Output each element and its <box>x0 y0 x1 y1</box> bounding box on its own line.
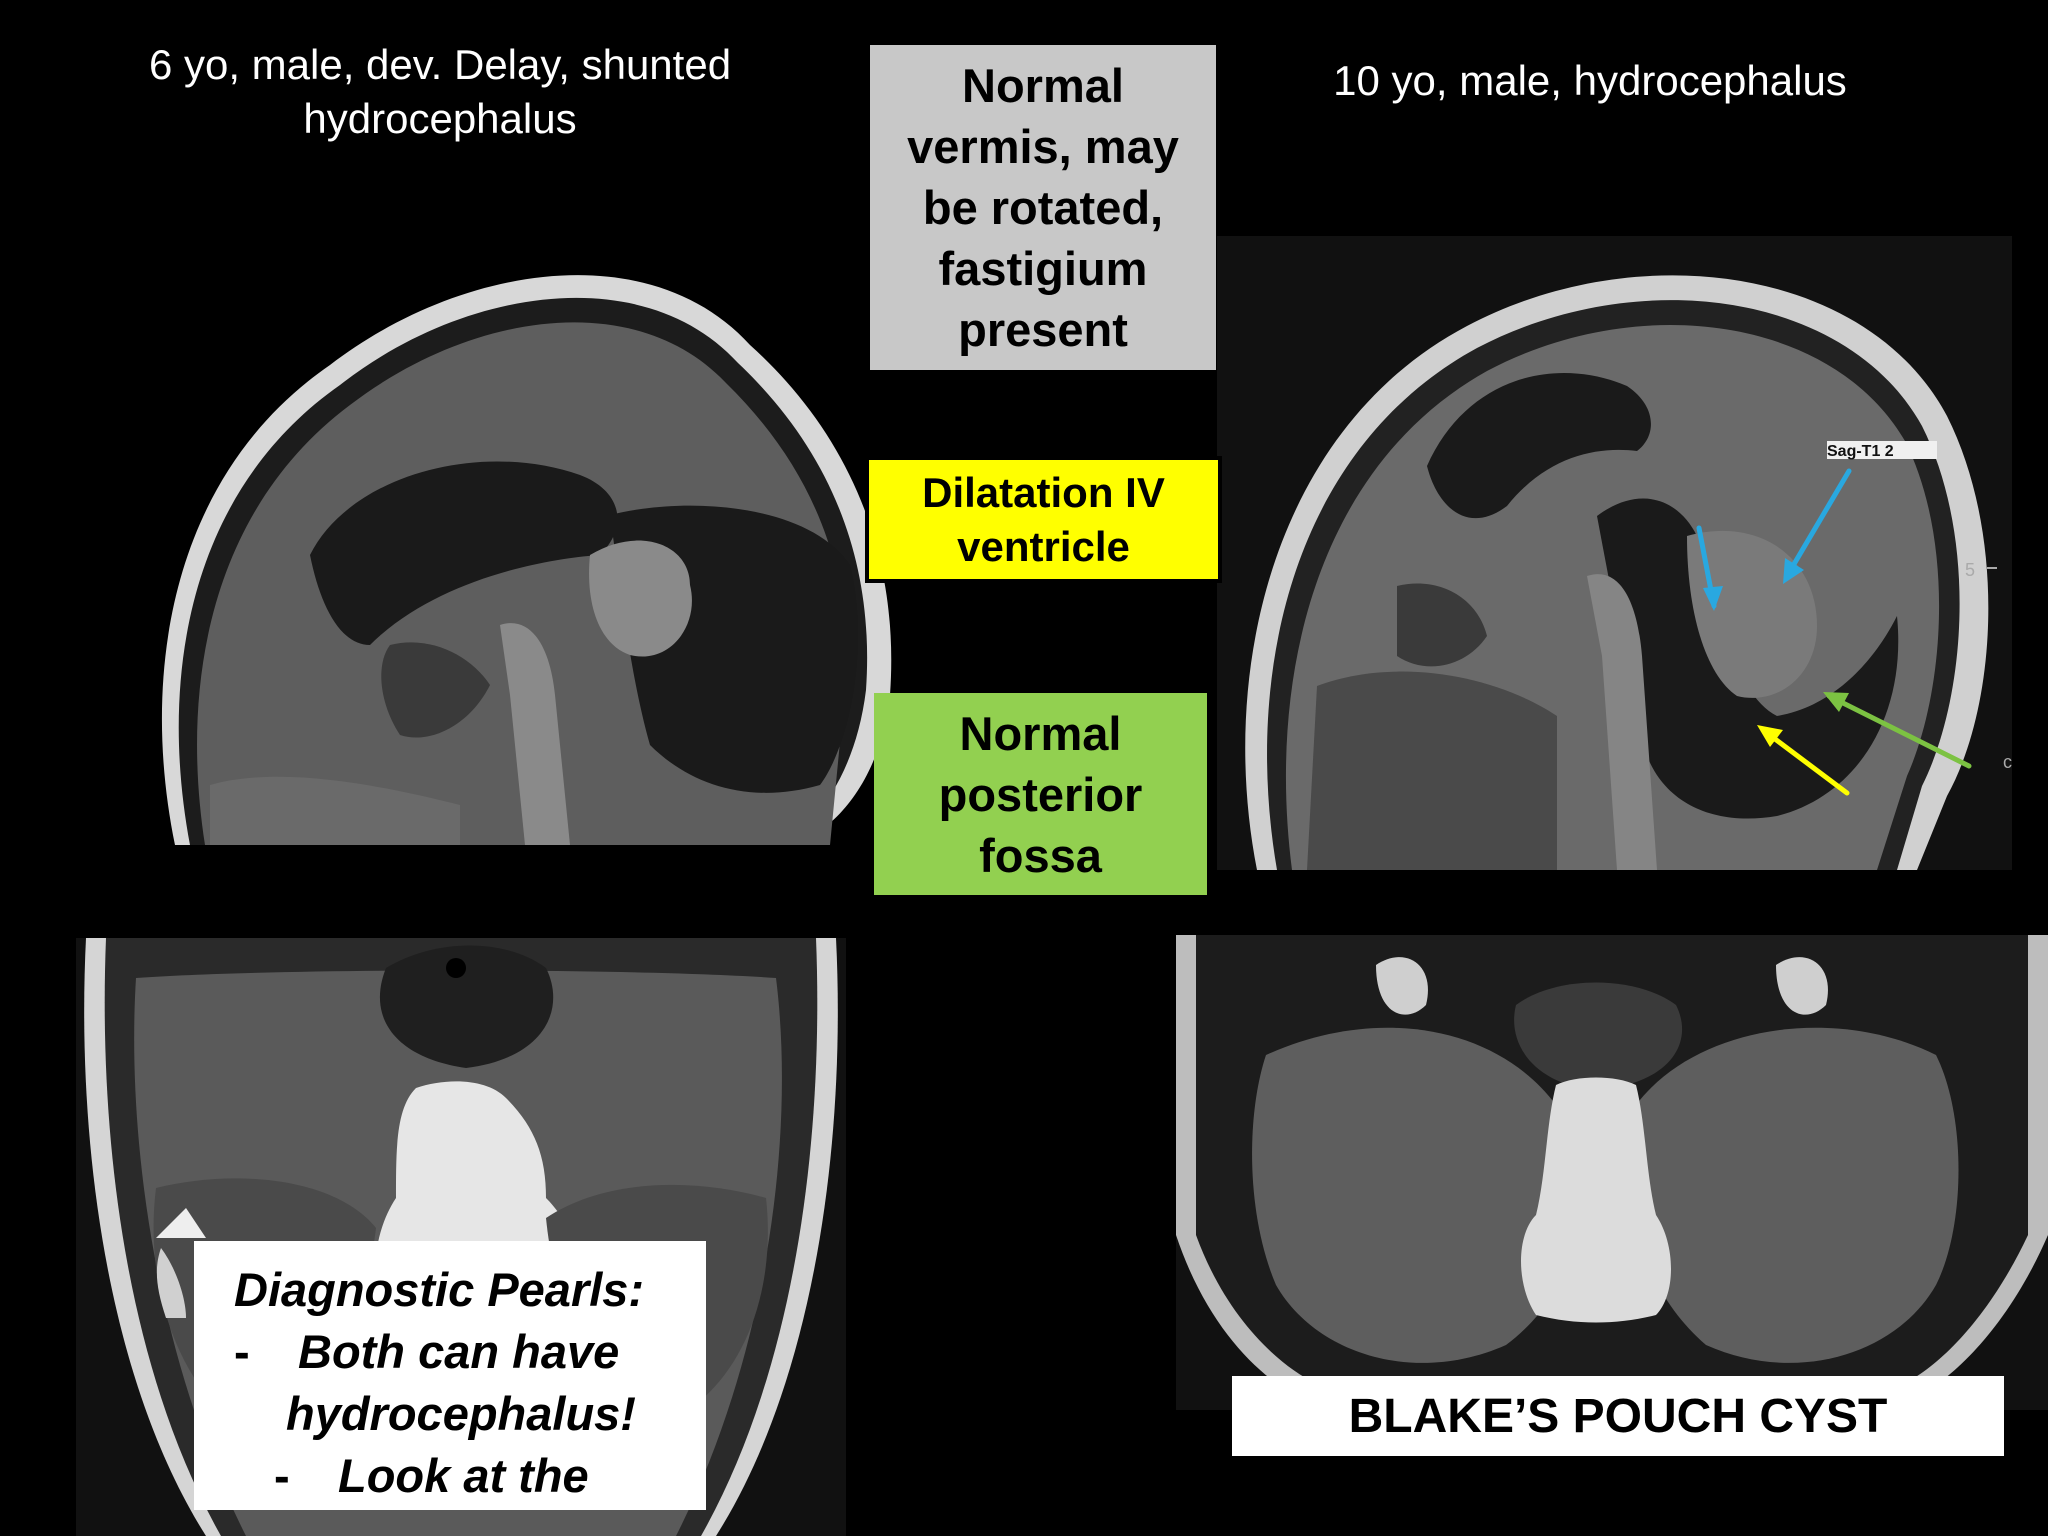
fossa-line-1: Normal <box>959 706 1122 760</box>
fossa-label-box: Normal posterior fossa <box>874 693 1207 895</box>
pearls-item-2: - Look at the <box>234 1445 686 1507</box>
ruler-letter: c <box>2003 752 2012 772</box>
pearls-item-1-cont: hydrocephalus! <box>234 1383 686 1445</box>
right-axial-mri <box>1176 935 2048 1410</box>
dilatation-line-2: ventricle <box>957 522 1130 570</box>
vermis-line-1: Normal <box>962 59 1124 112</box>
vermis-label-box: Normal vermis, may be rotated, fastigium… <box>870 45 1216 370</box>
left-sagittal-mri <box>130 225 920 847</box>
yellow-arrow <box>1760 727 1850 796</box>
pearls-item-1-line-2: hydrocephalus! <box>286 1387 636 1440</box>
left-caption-line2: hydrocephalus <box>303 95 577 142</box>
vermis-line-5: present <box>958 303 1128 356</box>
right-sagittal-mri: Sag-T1 2 5 c <box>1217 236 2012 870</box>
sequence-tag: Sag-T1 2 <box>1827 443 1894 460</box>
blue-arrow-right <box>1784 468 1852 579</box>
ruler-mark: 5 <box>1965 560 1975 580</box>
dilatation-line-1: Dilatation IV <box>922 468 1165 516</box>
blakes-pouch-cyst-label: BLAKE’S POUCH CYST <box>1232 1376 2004 1456</box>
pearls-title: Diagnostic Pearls: <box>234 1263 645 1316</box>
vermis-line-3: be rotated, <box>922 181 1164 234</box>
pearls-bullet-2: - <box>274 1449 290 1502</box>
diagnostic-pearls-box: Diagnostic Pearls: - Both can have hydro… <box>194 1241 706 1510</box>
fossa-line-3: fossa <box>979 828 1102 882</box>
right-caption-line: 10 yo, male, hydrocephalus <box>1333 57 1847 104</box>
pearls-item-2-text: Look at the <box>338 1449 589 1502</box>
pearls-bullet-1: - <box>234 1325 250 1378</box>
pearls-item-1-line-1: Both can have <box>298 1325 620 1378</box>
pearls-item-1: - Both can have <box>234 1321 686 1383</box>
fossa-line-2: posterior <box>938 767 1143 821</box>
left-caption-line1: 6 yo, male, dev. Delay, shunted <box>148 41 732 88</box>
green-arrow <box>1826 693 1972 769</box>
vermis-line-4: fastigium <box>938 242 1148 295</box>
left-case-caption: 6 yo, male, dev. Delay, shunted hydrocep… <box>100 38 780 146</box>
right-case-caption: 10 yo, male, hydrocephalus <box>1260 54 1920 108</box>
vermis-line-2: vermis, may <box>907 120 1179 173</box>
dilatation-label-box: Dilatation IV ventricle <box>865 456 1222 583</box>
